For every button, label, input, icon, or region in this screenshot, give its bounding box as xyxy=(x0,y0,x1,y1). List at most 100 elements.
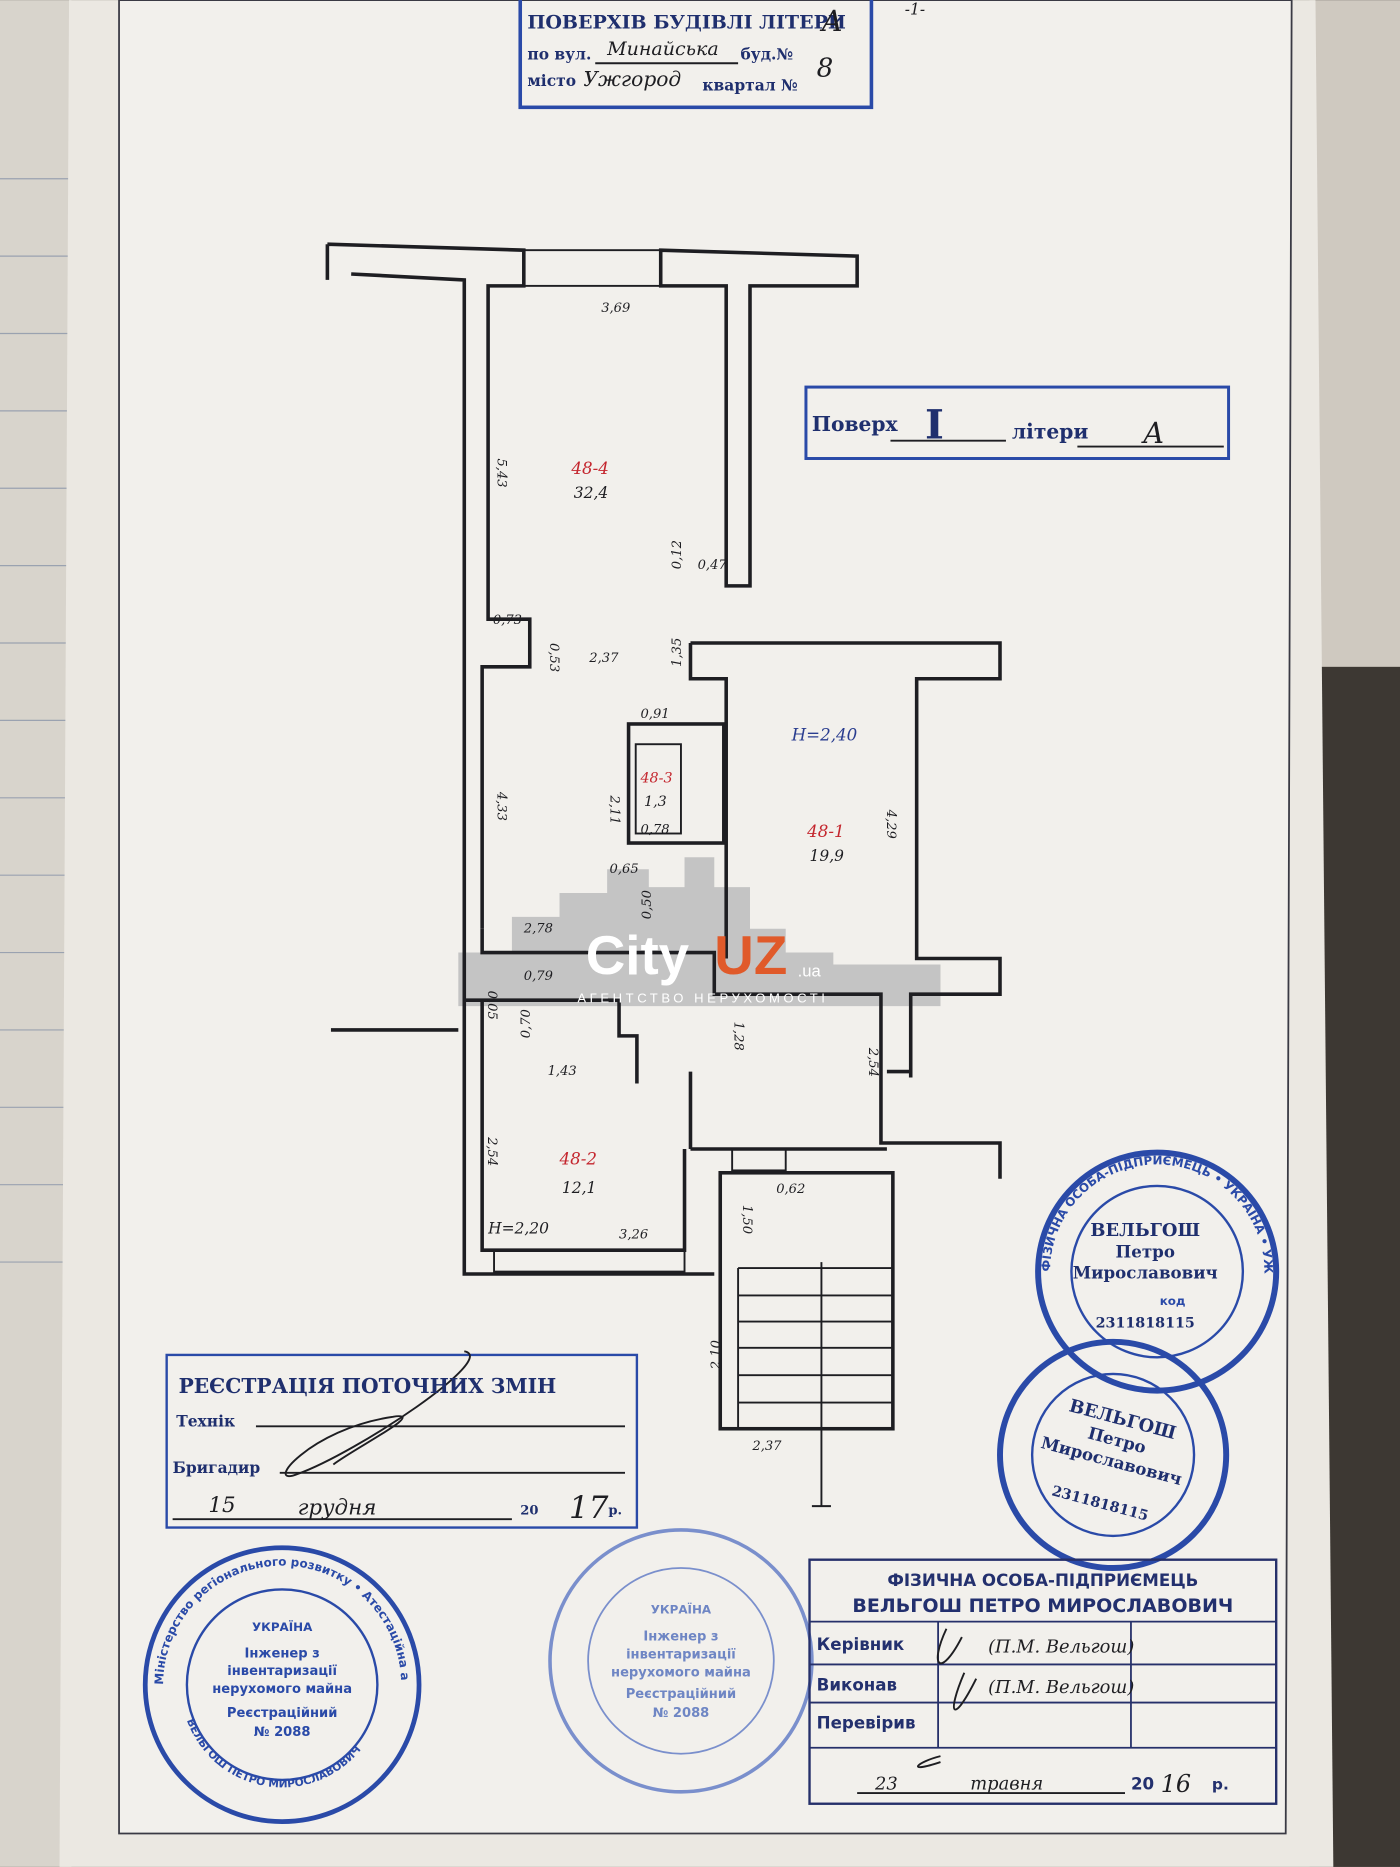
room-area: 32,4 xyxy=(574,484,608,502)
floor-box: Поверх I літери А xyxy=(812,400,1165,450)
floor-box-lines xyxy=(890,439,1224,448)
dimension: 0,78 xyxy=(640,823,669,838)
dimension: 0,73 xyxy=(493,613,522,628)
dimension: 1,43 xyxy=(548,1064,577,1079)
room-48-4: 48-4 32,4 xyxy=(570,459,608,502)
foreman-label: Бригадир xyxy=(173,1458,261,1477)
stamp-line: Інженер з xyxy=(245,1646,320,1661)
dimension: 0,47 xyxy=(698,558,728,573)
window-bottom xyxy=(493,1249,686,1273)
engineer-round-stamp-center: УКРАЇНА Інженер з інвентаризації нерухом… xyxy=(611,1601,751,1721)
dimension: 0,70 xyxy=(519,1009,534,1038)
stamp-first-name: Петро xyxy=(1116,1241,1175,1261)
building-value: 8 xyxy=(817,53,834,83)
stamp-line: нерухомого майна xyxy=(212,1682,352,1697)
dimension: 0,05 xyxy=(484,991,499,1020)
entrepreneur-stamp-rings xyxy=(997,1149,1280,1572)
watermark-subtitle: АГЕНТСТВО НЕРУХОМОСТІ xyxy=(577,991,828,1006)
letter-label: літери xyxy=(1012,419,1088,443)
dimension: 2,10 xyxy=(709,1340,724,1370)
dimension: 0,62 xyxy=(776,1182,805,1197)
registration-stamp: РЕЄСТРАЦІЯ ПОТОЧНИХ ЗМІН Технік Бригадир… xyxy=(173,1374,622,1526)
registration-day: 15 xyxy=(208,1493,235,1518)
street-value: Минайська xyxy=(606,38,719,60)
watermark-uz: UZ xyxy=(714,924,787,986)
room-height: H=2,40 xyxy=(791,726,858,745)
watermark-skyline xyxy=(458,857,941,1007)
stamp-line: Реєстраційний xyxy=(227,1706,337,1721)
stamp-line: інвентаризації xyxy=(227,1664,337,1679)
room-height: H=2,20 xyxy=(487,1220,549,1238)
dimension: 1,35 xyxy=(670,638,685,667)
stamp-line: Реєстраційний xyxy=(626,1687,736,1702)
watermark: City UZ .ua АГЕНТСТВО НЕРУХОМОСТІ xyxy=(577,924,828,1006)
room-id: 48-3 xyxy=(639,770,672,786)
room-48-1: H=2,40 48-1 19,9 xyxy=(791,726,858,865)
stamp-code-label: код xyxy=(1160,1294,1186,1308)
signature-year-suffix: 16 xyxy=(1161,1770,1191,1798)
stamp-name: ВЕЛЬГОШ xyxy=(1090,1220,1200,1241)
room-id: 48-2 xyxy=(559,1149,597,1168)
city-value: Ужгород xyxy=(583,67,681,91)
registration-stamp-frame xyxy=(165,1350,639,1529)
dimension-labels: 3,69 5,43 0,47 0,12 0,73 0,53 2,37 1,35 … xyxy=(484,301,898,1454)
floor-box-frame xyxy=(804,385,1231,460)
signature-block-line2: ВЕЛЬГОШ ПЕТРО МИРОСЛАВОВИЧ xyxy=(852,1595,1233,1617)
dimension: 5,43 xyxy=(494,459,509,488)
dimension: 0,91 xyxy=(640,707,669,722)
room-area: 19,9 xyxy=(810,847,845,865)
header-title: ПОВЕРХІВ БУДІВЛІ ЛІТЕРИ xyxy=(527,12,846,34)
row-value-head: (П.М. Вельгош) xyxy=(988,1637,1134,1658)
window-top xyxy=(522,249,662,287)
registration-year-unit: р. xyxy=(608,1503,622,1518)
dimension: 2,11 xyxy=(607,794,622,824)
row-label-head: Керівник xyxy=(817,1635,905,1654)
room-48-2: 48-2 12,1 H=2,20 xyxy=(487,1149,597,1237)
dimension: 3,26 xyxy=(619,1227,648,1242)
city-label: місто xyxy=(527,71,576,90)
registration-year-suffix: 17 xyxy=(569,1490,609,1526)
dimension: 2,37 xyxy=(588,651,619,666)
signature-block-line1: ФІЗИЧНА ОСОБА-ПІДПРИЄМЕЦЬ xyxy=(887,1571,1198,1590)
room-id: 48-4 xyxy=(570,459,608,478)
row-value-executed: (П.М. Вельгош) xyxy=(988,1677,1134,1698)
floor-plan xyxy=(325,242,1002,1508)
dimension: 0,79 xyxy=(524,969,553,984)
header-letter: А xyxy=(819,4,843,38)
watermark-domain: .ua xyxy=(798,961,822,980)
signature-day: 23 xyxy=(874,1773,898,1794)
dimension: 4,33 xyxy=(494,791,509,821)
staircase xyxy=(718,1171,895,1431)
row-label-checked: Перевірив xyxy=(817,1714,916,1733)
stamp-line: УКРАЇНА xyxy=(651,1601,712,1616)
signature-year-unit: р. xyxy=(1212,1775,1229,1793)
notebook-left xyxy=(0,0,72,1867)
dimension: 0,53 xyxy=(546,643,561,672)
dimension: 2,78 xyxy=(523,921,553,936)
dimension: 2,54 xyxy=(484,1136,499,1166)
dimension: 1,50 xyxy=(739,1205,754,1234)
dimension: 0,65 xyxy=(610,862,639,877)
stamp-line: № 2088 xyxy=(254,1725,311,1740)
dimension: 1,28 xyxy=(731,1022,746,1051)
signatures xyxy=(916,1628,978,1769)
dimension: 4,29 xyxy=(883,809,898,839)
signature-month: травня xyxy=(970,1773,1043,1794)
stamp-line: УКРАЇНА xyxy=(252,1619,313,1634)
room-id: 48-1 xyxy=(806,822,844,841)
stamp-line: Інженер з xyxy=(643,1630,718,1645)
technician-label: Технік xyxy=(176,1411,235,1430)
stamp-line: нерухомого майна xyxy=(611,1665,751,1680)
registration-year-prefix: 20 xyxy=(520,1503,538,1518)
building-label: буд.№ xyxy=(740,45,793,64)
stamp-patronymic: Мирославович xyxy=(1073,1263,1218,1283)
row-label-executed: Виконав xyxy=(817,1676,897,1695)
stamp-line: № 2088 xyxy=(653,1706,710,1721)
dimension: 2,37 xyxy=(751,1439,782,1454)
registration-title: РЕЄСТРАЦІЯ ПОТОЧНИХ ЗМІН xyxy=(179,1374,557,1398)
room-48-3: 48-3 1,3 xyxy=(639,770,672,810)
dimension: 0,50 xyxy=(640,890,655,919)
technician-signature xyxy=(284,1350,471,1477)
stamp-line: інвентаризації xyxy=(626,1648,736,1663)
